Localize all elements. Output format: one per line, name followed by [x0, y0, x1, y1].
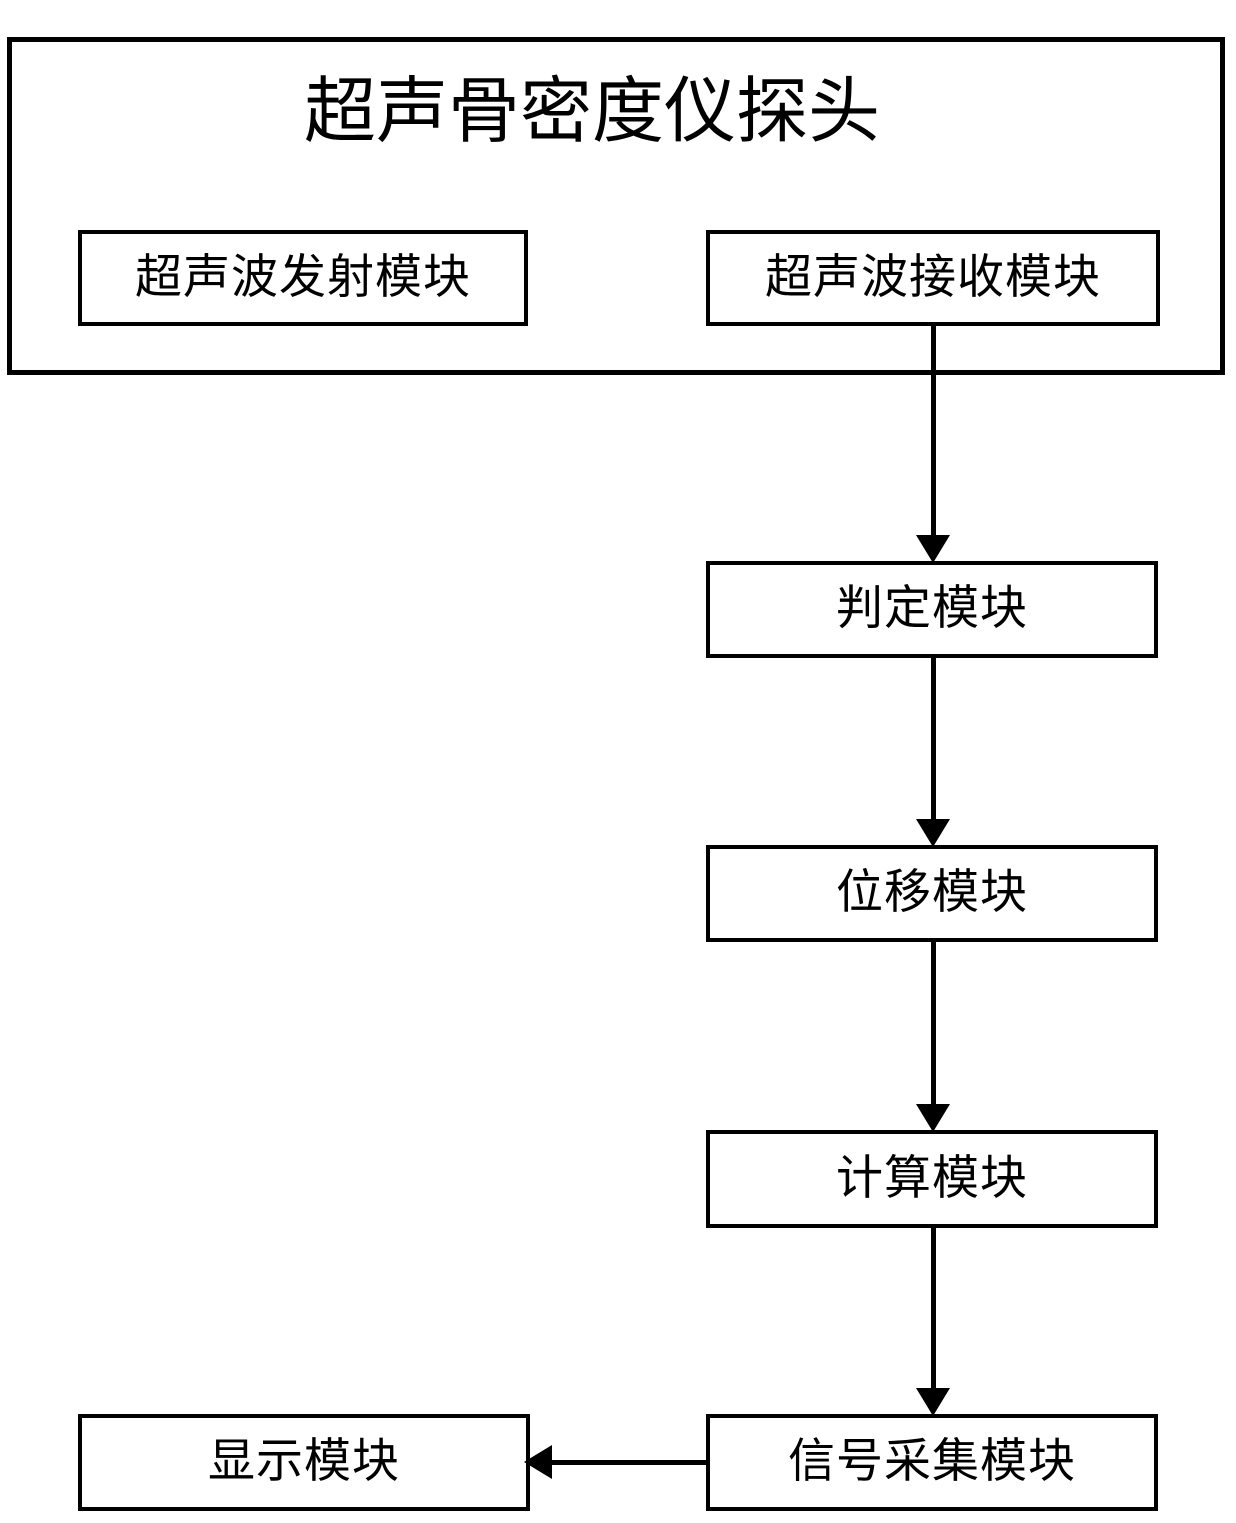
arrow-down-icon-decide-to-displace	[916, 819, 950, 847]
node-label-transmit: 超声波发射模块	[135, 249, 471, 305]
arrow-down-icon-calculate-to-acquire	[916, 1388, 950, 1416]
node-ultrasonic-transmit-module: 超声波发射模块	[78, 230, 528, 326]
arrow-down-icon-receive-to-decide	[916, 535, 950, 563]
arrow-left-icon-acquire-to-display	[524, 1445, 552, 1479]
arrow-down-icon-displace-to-calculate	[916, 1104, 950, 1132]
connector-calculate-to-acquire	[931, 1228, 936, 1394]
node-label-displace: 位移模块	[836, 865, 1028, 920]
node-label-acquire: 信号采集模块	[788, 1434, 1076, 1489]
node-ultrasonic-receive-module: 超声波接收模块	[706, 230, 1160, 326]
node-signal-acquisition-module: 信号采集模块	[706, 1414, 1158, 1511]
node-display-module: 显示模块	[78, 1414, 530, 1511]
node-label-decide: 判定模块	[836, 581, 1028, 636]
connector-acquire-to-display	[543, 1460, 708, 1465]
connector-decide-to-displace	[931, 658, 936, 825]
node-calculation-module: 计算模块	[706, 1130, 1158, 1228]
node-label-receive: 超声波接收模块	[765, 249, 1101, 305]
node-label-calculate: 计算模块	[836, 1150, 1028, 1206]
node-displacement-module: 位移模块	[706, 845, 1158, 942]
node-determination-module: 判定模块	[706, 561, 1158, 658]
connector-receive-to-decide	[931, 326, 936, 541]
probe-title: 超声骨密度仪探头	[303, 69, 880, 153]
node-label-display: 显示模块	[208, 1434, 400, 1489]
connector-displace-to-calculate	[931, 942, 936, 1110]
